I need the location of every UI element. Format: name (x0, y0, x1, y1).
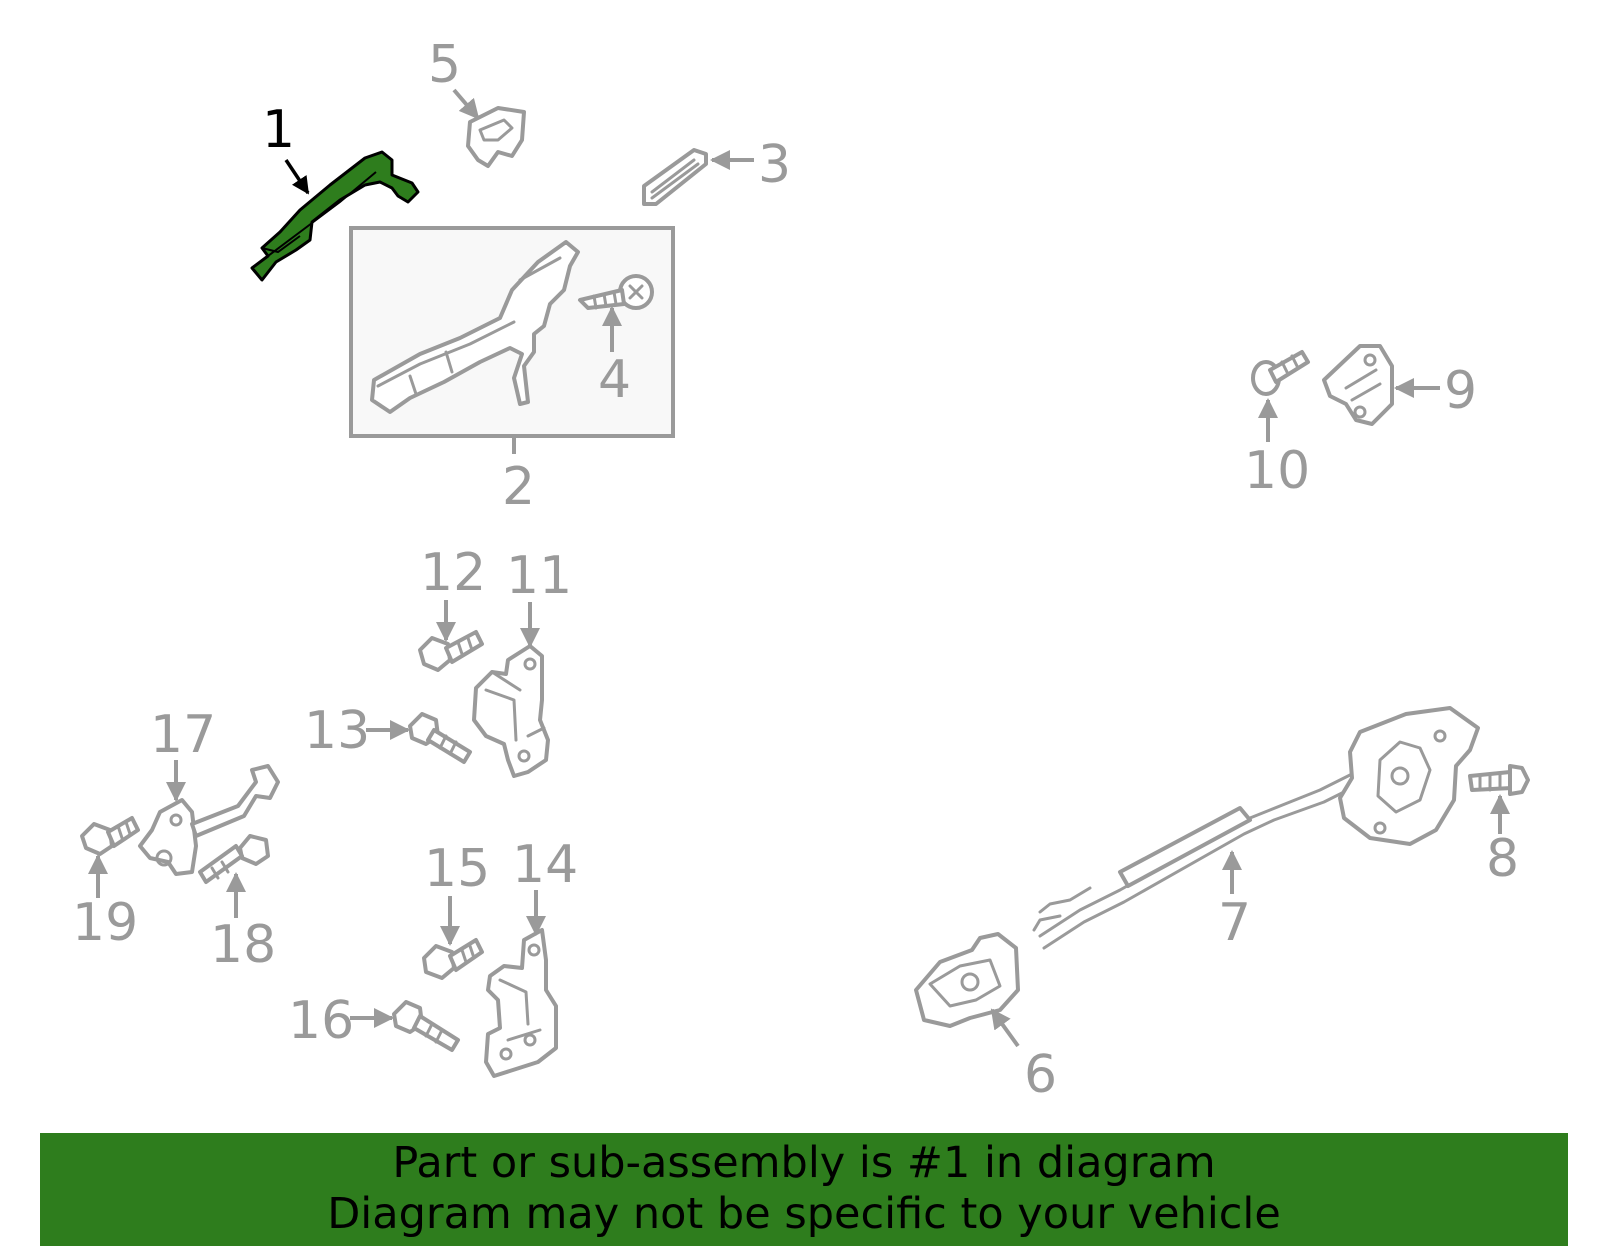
callout-19: 19 (72, 893, 138, 953)
callout-16: 16 (288, 991, 354, 1051)
callout-8: 8 (1486, 829, 1519, 889)
part-7-cable-assembly[interactable] (1032, 758, 1386, 950)
callout-6: 6 (1024, 1045, 1057, 1105)
part-12-bolt[interactable] (418, 630, 484, 672)
part-6-lock-cover[interactable] (914, 932, 1020, 1028)
part-19-bolt[interactable] (80, 816, 140, 856)
part-17-check-strap[interactable] (138, 764, 280, 876)
callout-15: 15 (424, 839, 490, 899)
part-9-striker[interactable] (1322, 344, 1394, 426)
callout-10: 10 (1244, 441, 1310, 501)
part-10-screw[interactable] (1251, 350, 1310, 396)
callout-18: 18 (210, 915, 276, 975)
part-16-bolt[interactable] (392, 1000, 460, 1052)
part-lock-actuator[interactable] (1338, 706, 1480, 846)
callout-12: 12 (420, 543, 486, 603)
part-1-outside-handle[interactable] (250, 150, 420, 282)
part-18-bolt[interactable] (198, 834, 270, 884)
part-15-bolt[interactable] (422, 938, 484, 980)
part-14-lower-hinge[interactable] (484, 928, 558, 1078)
part-2-handle-frame[interactable] (370, 240, 580, 414)
part-13-bolt[interactable] (408, 712, 472, 764)
callout-4: 4 (598, 350, 631, 410)
callout-17: 17 (150, 705, 216, 765)
part-8-screw[interactable] (1468, 764, 1530, 796)
callout-3: 3 (758, 135, 791, 195)
part-3-gasket[interactable] (642, 148, 708, 206)
part-4-screw[interactable] (578, 274, 654, 310)
info-banner: Part or sub-assembly is #1 in diagram Di… (40, 1133, 1568, 1246)
callout-2: 2 (502, 457, 535, 517)
banner-line-2: Diagram may not be specific to your vehi… (327, 1189, 1281, 1239)
callout-14: 14 (512, 835, 578, 895)
banner-line-1: Part or sub-assembly is #1 in diagram (392, 1138, 1216, 1188)
part-5-clip[interactable] (466, 106, 526, 168)
callout-1: 1 (262, 100, 295, 160)
callout-5: 5 (428, 35, 461, 95)
callout-11: 11 (506, 546, 572, 606)
callout-9: 9 (1444, 361, 1477, 421)
callout-13: 13 (304, 701, 370, 761)
part-11-upper-hinge[interactable] (472, 644, 550, 778)
callout-7: 7 (1218, 893, 1251, 953)
